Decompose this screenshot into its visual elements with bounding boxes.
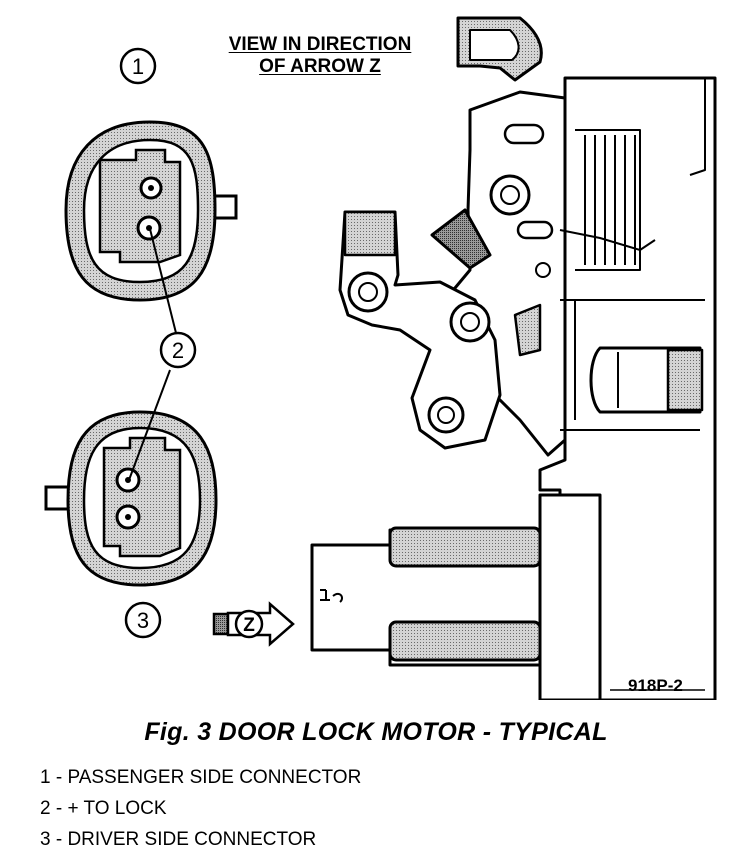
arrow-z: Z bbox=[212, 601, 295, 647]
legend-item-1: 1 - PASSENGER SIDE CONNECTOR bbox=[40, 767, 362, 788]
legend-item-2: 2 - + TO LOCK bbox=[40, 798, 167, 819]
svg-text:3: 3 bbox=[137, 608, 149, 633]
driver-side-connector bbox=[44, 410, 218, 587]
door-lock-motor-diagram: 1 2 3 Z bbox=[44, 16, 717, 700]
figure-caption: Fig. 3 DOOR LOCK MOTOR - TYPICAL bbox=[144, 718, 608, 746]
svg-text:1: 1 bbox=[132, 54, 144, 79]
svg-text:2: 2 bbox=[172, 338, 184, 363]
callout-3: 3 bbox=[124, 601, 162, 639]
door-lock-motor-assembly bbox=[310, 16, 717, 700]
callout-2-leader-lines bbox=[128, 228, 177, 481]
legend: 1 - PASSENGER SIDE CONNECTOR 2 - + TO LO… bbox=[40, 762, 361, 855]
view-direction-title: VIEW IN DIRECTION OF ARROW Z bbox=[200, 34, 440, 78]
passenger-side-connector bbox=[64, 120, 238, 302]
figure-id: 918P-2 bbox=[628, 676, 683, 695]
svg-text:Z: Z bbox=[243, 615, 255, 636]
callout-2: 2 bbox=[159, 331, 197, 369]
legend-item-3: 3 - DRIVER SIDE CONNECTOR bbox=[40, 829, 317, 850]
view-title-line-1: VIEW IN DIRECTION bbox=[228, 34, 412, 55]
view-title-line-2: OF ARROW Z bbox=[259, 56, 381, 77]
callout-1: 1 bbox=[119, 47, 157, 85]
